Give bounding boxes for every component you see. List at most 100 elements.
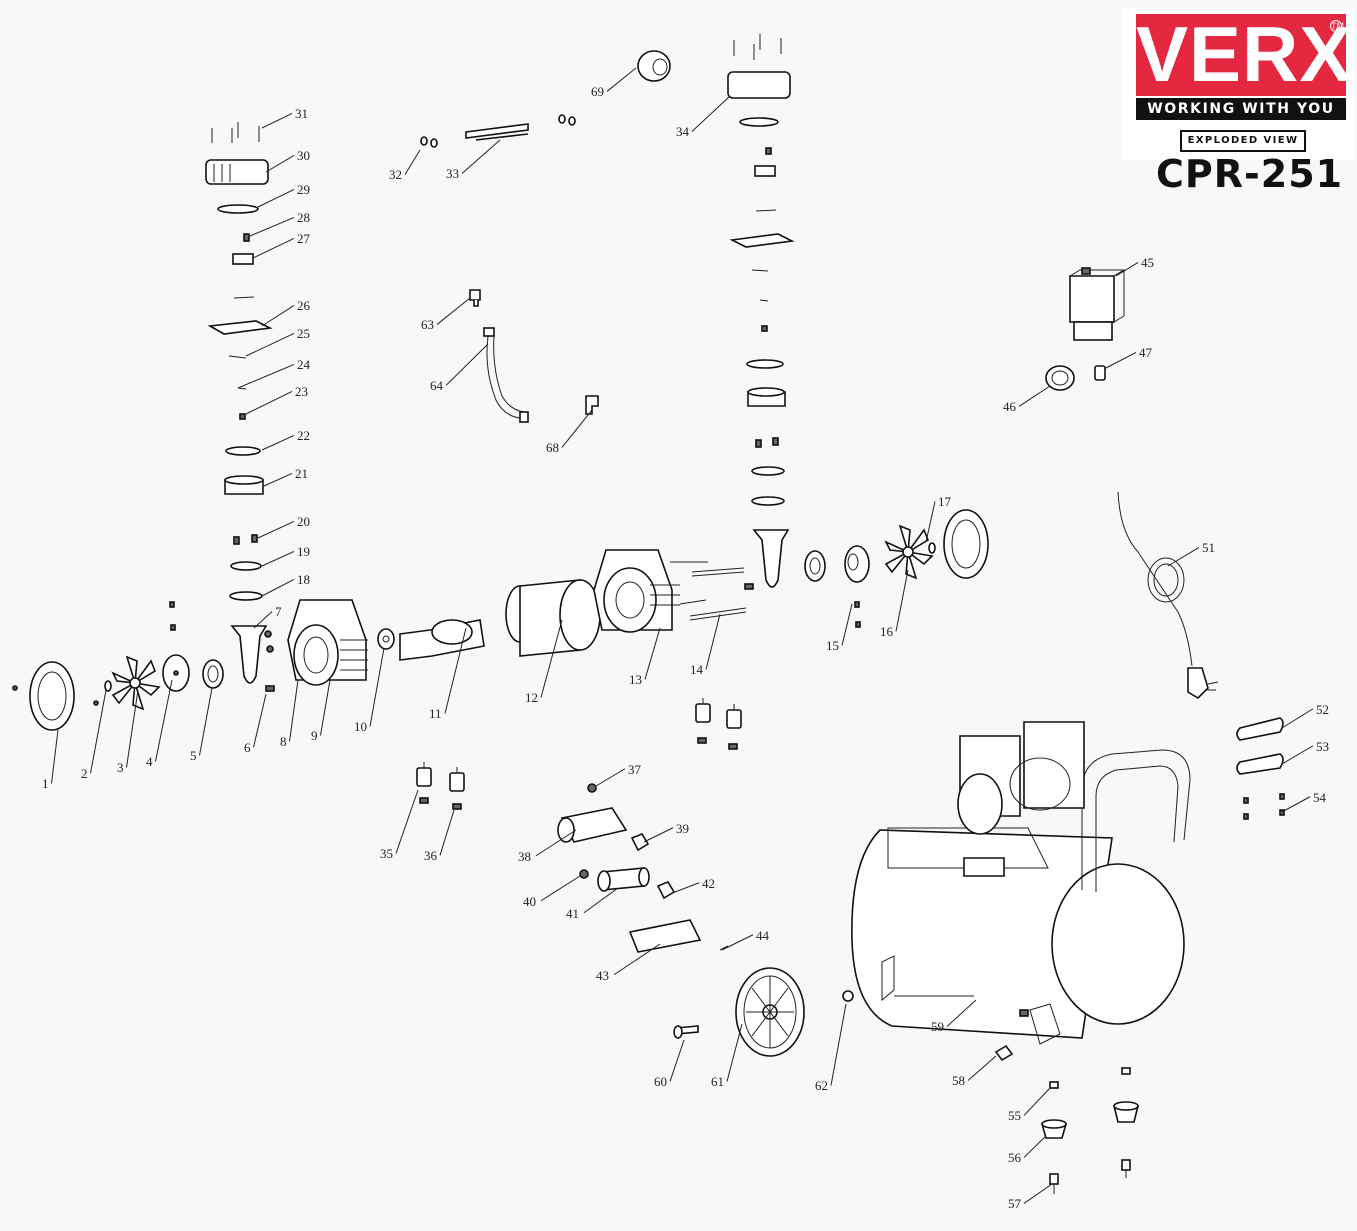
part-number-39: 39 [676, 821, 689, 836]
leader-line-40 [540, 875, 581, 902]
leader-line-38 [535, 829, 577, 857]
callout-20: 20 [257, 514, 310, 539]
callout-39: 39 [643, 821, 689, 843]
callout-26: 26 [261, 298, 311, 327]
callout-21: 21 [263, 466, 308, 487]
leader-line-39 [643, 827, 674, 843]
part-number-61: 61 [711, 1074, 724, 1089]
leader-line-41 [583, 887, 619, 914]
leader-line-56 [1023, 1135, 1047, 1158]
leader-line-20 [257, 520, 295, 539]
leader-line-51 [1167, 547, 1200, 567]
callout-68: 68 [546, 409, 593, 455]
leader-line-11 [444, 627, 467, 714]
part-number-41: 41 [566, 906, 579, 921]
callout-58: 58 [952, 1055, 997, 1088]
part-number-40: 40 [523, 894, 536, 909]
part-number-43: 43 [596, 968, 609, 983]
callout-42: 42 [669, 876, 715, 895]
callout-30: 30 [265, 148, 310, 173]
callout-47: 47 [1105, 345, 1153, 369]
callout-27: 27 [252, 231, 311, 259]
part-number-20: 20 [297, 514, 310, 529]
callout-8: 8 [280, 679, 299, 749]
part-number-18: 18 [297, 572, 310, 587]
transfer-tube-parts [420, 50, 671, 423]
part-number-44: 44 [756, 928, 770, 943]
wheel-parts [673, 967, 854, 1057]
leader-line-43 [613, 943, 661, 976]
leader-line-24 [237, 363, 295, 389]
part-number-68: 68 [546, 440, 559, 455]
part-number-19: 19 [297, 544, 310, 559]
callout-63: 63 [421, 297, 471, 332]
part-number-8: 8 [280, 734, 287, 749]
callout-18: 18 [261, 572, 310, 597]
part-number-47: 47 [1139, 345, 1153, 360]
leader-line-14 [705, 613, 721, 670]
mounts [416, 698, 742, 810]
part-number-56: 56 [1008, 1150, 1022, 1165]
leader-line-4 [155, 679, 173, 762]
part-number-38: 38 [518, 849, 531, 864]
leader-line-35 [395, 789, 419, 854]
callout-29: 29 [255, 182, 310, 209]
callout-53: 53 [1281, 739, 1329, 765]
part-number-46: 46 [1003, 399, 1017, 414]
callout-69: 69 [591, 67, 637, 99]
leader-line-25 [245, 332, 295, 357]
leader-line-13 [644, 627, 661, 680]
part-number-27: 27 [297, 231, 311, 246]
callout-37: 37 [595, 762, 642, 787]
callout-40: 40 [523, 875, 581, 909]
leader-line-3 [126, 689, 139, 768]
leader-line-61 [726, 1023, 743, 1082]
callout-5: 5 [190, 687, 213, 763]
part-number-63: 63 [421, 317, 434, 332]
leader-line-15 [841, 603, 853, 646]
callout-60: 60 [654, 1039, 685, 1089]
leader-line-2 [90, 689, 107, 774]
pressure-switch-parts [1045, 267, 1126, 391]
leader-line-29 [255, 189, 295, 209]
part-number-51: 51 [1202, 540, 1215, 555]
handle-grips [1236, 717, 1285, 820]
leader-line-7 [253, 611, 273, 629]
part-number-24: 24 [297, 357, 311, 372]
callout-44: 44 [721, 928, 770, 951]
part-number-5: 5 [190, 748, 197, 763]
part-number-58: 58 [952, 1073, 965, 1088]
leader-line-44 [721, 934, 754, 951]
leader-line-12 [540, 619, 563, 698]
tank-assembly [851, 721, 1191, 1062]
brand-logo-red-panel: VERX TM [1136, 10, 1351, 98]
leader-line-9 [320, 679, 331, 736]
part-number-21: 21 [295, 466, 308, 481]
part-number-9: 9 [311, 728, 318, 743]
part-number-12: 12 [525, 690, 538, 705]
part-number-3: 3 [117, 760, 124, 775]
capacitor-parts [557, 783, 729, 953]
leader-line-32 [404, 149, 421, 175]
part-number-33: 33 [446, 166, 459, 181]
part-number-60: 60 [654, 1074, 667, 1089]
part-number-26: 26 [297, 298, 311, 313]
leader-line-47 [1105, 352, 1137, 369]
leader-line-18 [261, 579, 295, 597]
part-number-29: 29 [297, 182, 310, 197]
callout-38: 38 [518, 829, 577, 864]
leader-line-42 [669, 882, 700, 895]
trademark-mark: TM [1330, 20, 1344, 32]
part-number-16: 16 [880, 624, 894, 639]
leader-line-69 [606, 67, 637, 92]
callout-31: 31 [261, 106, 308, 129]
callout-33: 33 [446, 139, 501, 181]
leader-line-58 [967, 1055, 997, 1081]
callout-28: 28 [249, 210, 310, 237]
leader-line-23 [243, 391, 293, 416]
part-number-32: 32 [389, 167, 402, 182]
callout-11: 11 [429, 627, 467, 721]
leader-line-19 [261, 550, 295, 567]
callout-46: 46 [1003, 385, 1051, 414]
callout-51: 51 [1167, 540, 1215, 567]
